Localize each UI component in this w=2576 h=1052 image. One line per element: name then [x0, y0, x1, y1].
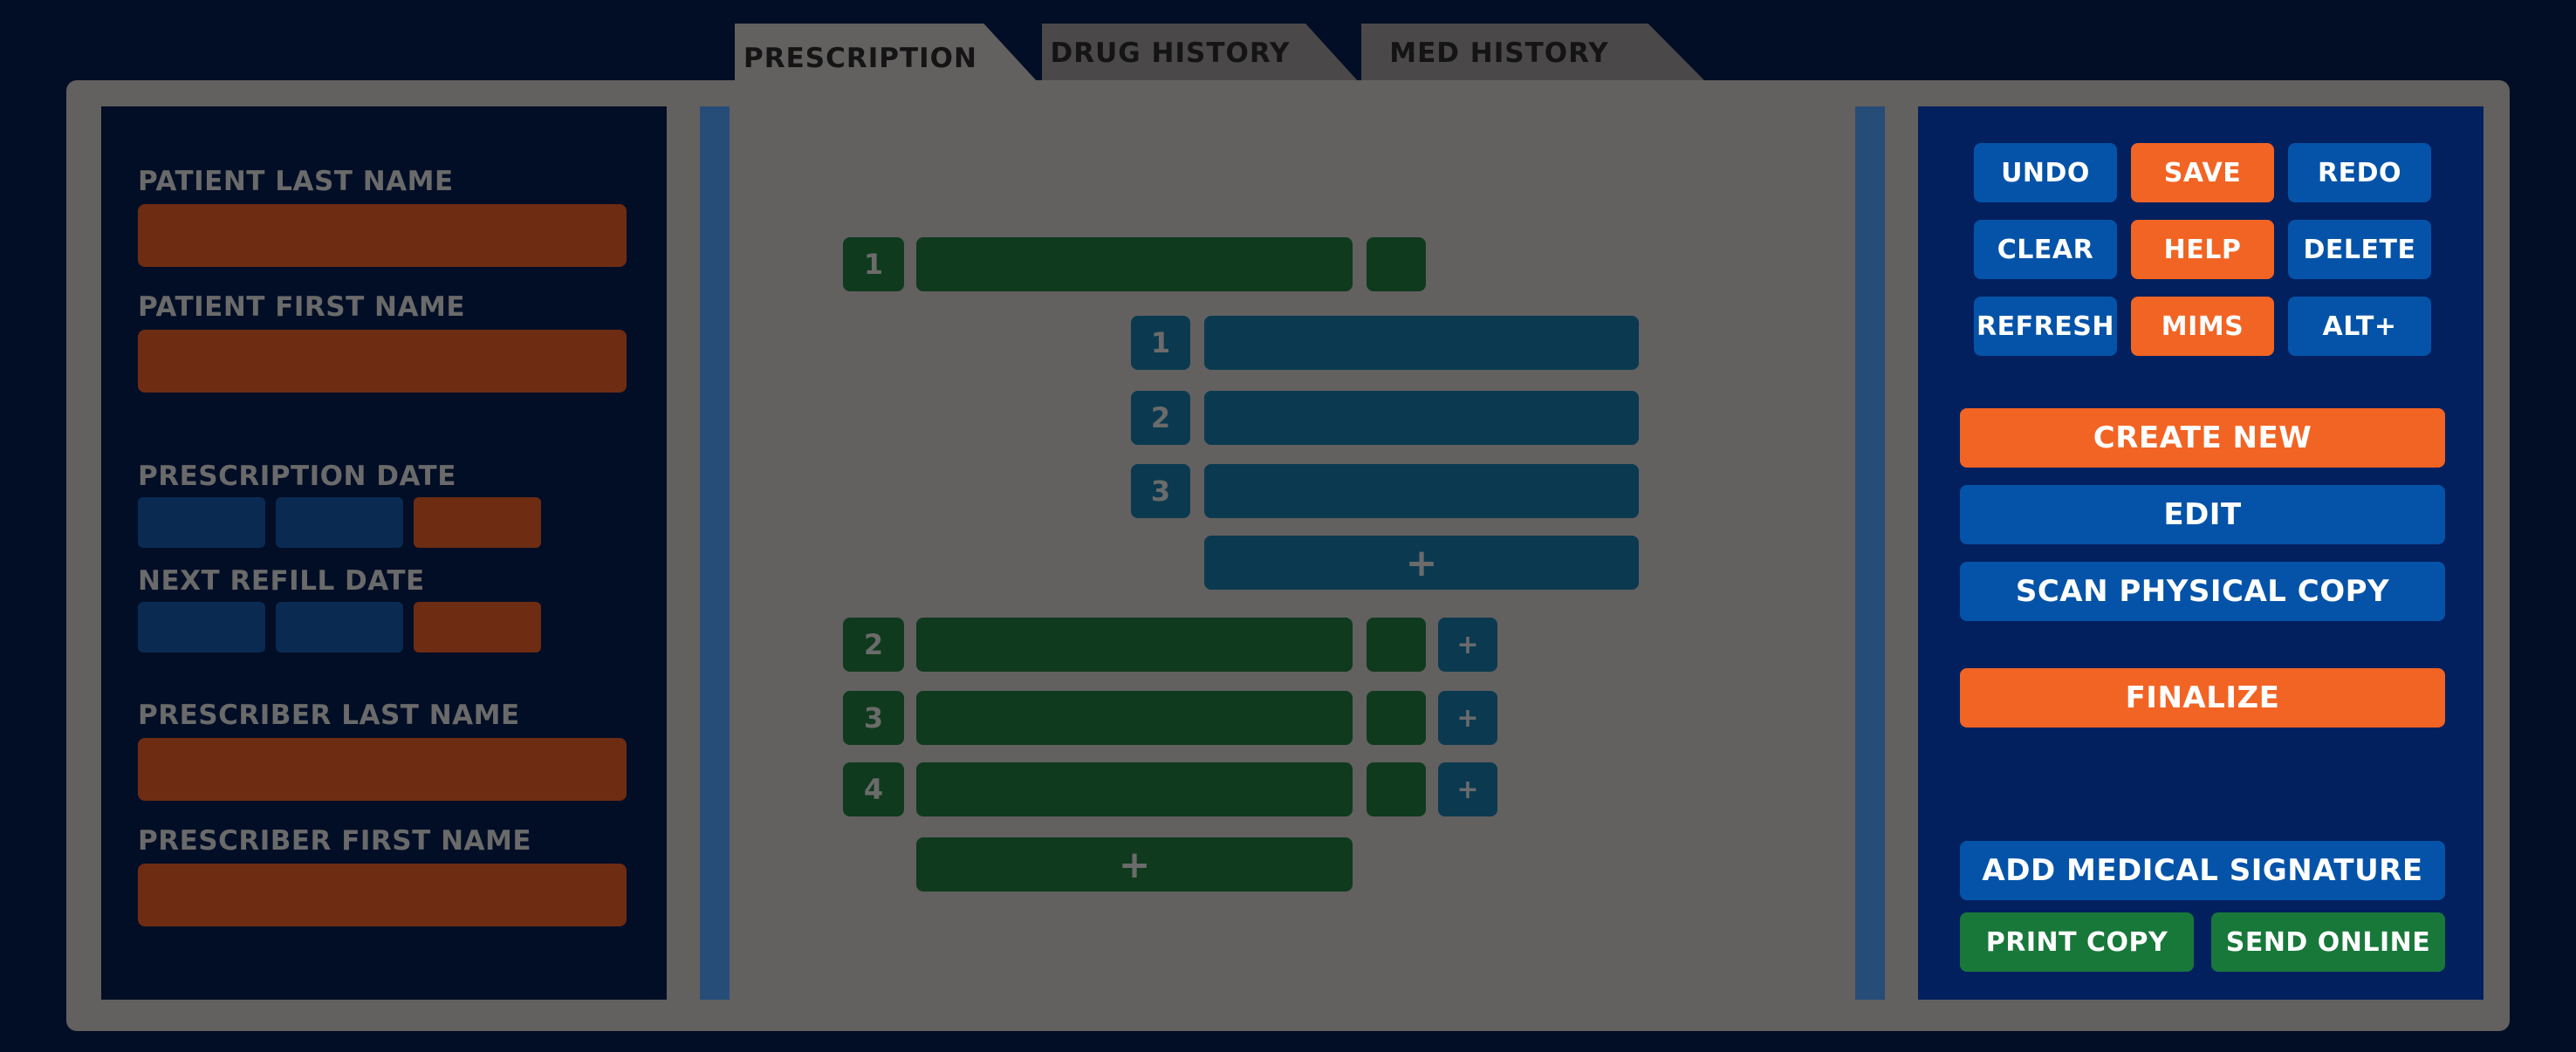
item-qty-field-1[interactable]: [1367, 237, 1426, 291]
clear-button[interactable]: CLEAR: [1974, 220, 2117, 279]
alt-button[interactable]: ALT+: [2288, 297, 2431, 356]
tab-med-history-label: MED HISTORY: [1389, 38, 1609, 69]
patient-panel: PATIENT LAST NAME PATIENT FIRST NAME PRE…: [101, 106, 667, 1000]
add-medical-signature-button[interactable]: ADD MEDICAL SIGNATURE: [1960, 841, 2445, 900]
patient-first-name-label: PATIENT FIRST NAME: [138, 291, 466, 323]
next-refill-date-year[interactable]: [414, 602, 541, 652]
patient-last-name-field[interactable]: [138, 204, 627, 267]
prescription-date-label: PRESCRIPTION DATE: [138, 461, 456, 492]
mims-button[interactable]: MIMS: [2131, 297, 2274, 356]
sub-item-field-3[interactable]: [1204, 464, 1639, 518]
edit-button[interactable]: EDIT: [1960, 485, 2445, 544]
prescriber-last-name-field[interactable]: [138, 738, 627, 801]
expand-item-button-2[interactable]: +: [1438, 618, 1497, 672]
add-item-button[interactable]: +: [916, 837, 1353, 891]
delete-button[interactable]: DELETE: [2288, 220, 2431, 279]
tab-prescription[interactable]: PRESCRIPTION: [735, 24, 1038, 83]
right-scrollbar[interactable]: [1855, 106, 1885, 1000]
left-scrollbar[interactable]: [700, 106, 730, 1000]
item-name-field-1[interactable]: [916, 237, 1353, 291]
item-name-field-3[interactable]: [916, 691, 1353, 745]
patient-first-name-field[interactable]: [138, 330, 627, 393]
item-number-1: 1: [843, 237, 904, 291]
tab-drug-history[interactable]: DRUG HISTORY: [1042, 24, 1360, 83]
send-online-button[interactable]: SEND ONLINE: [2211, 912, 2445, 972]
expand-item-button-4[interactable]: +: [1438, 762, 1497, 816]
item-qty-field-2[interactable]: [1367, 618, 1426, 672]
prescriber-last-name-label: PRESCRIBER LAST NAME: [138, 700, 520, 731]
undo-button[interactable]: UNDO: [1974, 143, 2117, 202]
help-button[interactable]: HELP: [2131, 220, 2274, 279]
finalize-button[interactable]: FINALIZE: [1960, 668, 2445, 728]
sub-item-number-1: 1: [1131, 316, 1190, 370]
prescriber-first-name-field[interactable]: [138, 864, 627, 926]
save-button[interactable]: SAVE: [2131, 143, 2274, 202]
print-copy-button[interactable]: PRINT COPY: [1960, 912, 2194, 972]
create-new-button[interactable]: CREATE NEW: [1960, 408, 2445, 468]
tab-prescription-label: PRESCRIPTION: [743, 43, 977, 74]
sub-item-number-2: 2: [1131, 391, 1190, 445]
item-name-field-4[interactable]: [916, 762, 1353, 816]
sub-item-number-3: 3: [1131, 464, 1190, 518]
item-number-2: 2: [843, 618, 904, 672]
prescription-date-year[interactable]: [414, 497, 541, 548]
prescription-date-day[interactable]: [138, 497, 265, 548]
refresh-button[interactable]: REFRESH: [1974, 297, 2117, 356]
expand-item-button-3[interactable]: +: [1438, 691, 1497, 745]
scan-physical-copy-button[interactable]: SCAN PHYSICAL COPY: [1960, 562, 2445, 621]
tab-med-history[interactable]: MED HISTORY: [1361, 24, 1707, 83]
prescriber-first-name-label: PRESCRIBER FIRST NAME: [138, 825, 532, 857]
prescription-date-month[interactable]: [276, 497, 403, 548]
next-refill-date-month[interactable]: [276, 602, 403, 652]
redo-button[interactable]: REDO: [2288, 143, 2431, 202]
item-number-4: 4: [843, 762, 904, 816]
tab-drug-history-label: DRUG HISTORY: [1050, 38, 1291, 69]
sub-item-field-1[interactable]: [1204, 316, 1639, 370]
next-refill-date-label: NEXT REFILL DATE: [138, 565, 425, 597]
sub-item-field-2[interactable]: [1204, 391, 1639, 445]
patient-last-name-label: PATIENT LAST NAME: [138, 166, 454, 197]
next-refill-date-day[interactable]: [138, 602, 265, 652]
add-sub-item-button[interactable]: +: [1204, 536, 1639, 590]
item-name-field-2[interactable]: [916, 618, 1353, 672]
item-number-3: 3: [843, 691, 904, 745]
item-qty-field-3[interactable]: [1367, 691, 1426, 745]
actions-panel: UNDO SAVE REDO CLEAR HELP DELETE REFRESH…: [1918, 106, 2484, 1000]
item-qty-field-4[interactable]: [1367, 762, 1426, 816]
